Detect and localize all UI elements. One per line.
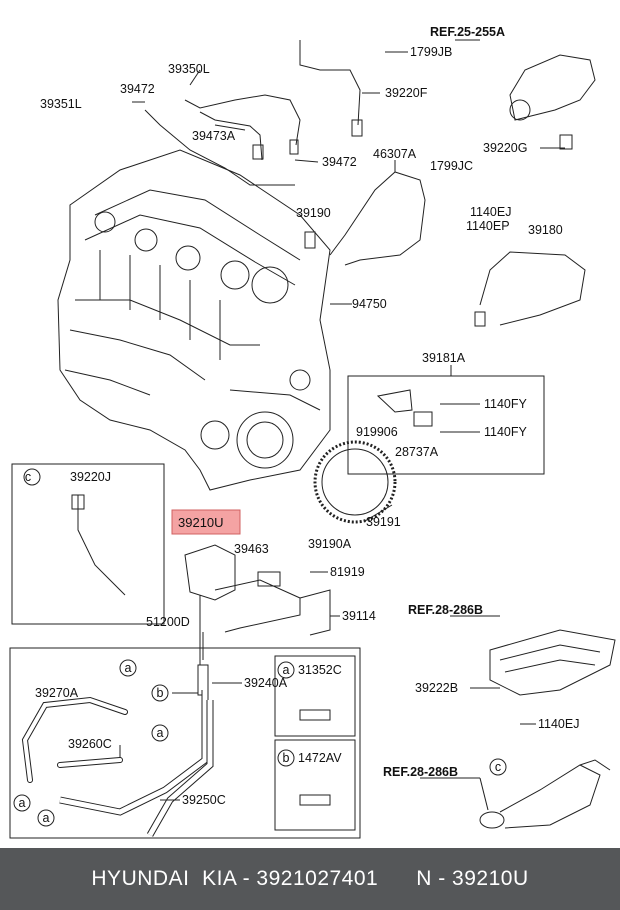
- part-number-footer: HYUNDAI KIA - 3921027401 N - 39210U: [0, 848, 620, 910]
- highlight-box: [171, 509, 241, 535]
- label-39350l: 39350L: [168, 62, 210, 76]
- label-1140fy-a: 1140FY: [484, 397, 528, 411]
- label-39472-top: 39472: [120, 82, 155, 96]
- label-39181a: 39181A: [422, 351, 466, 365]
- label-39210u: 39210U: [178, 515, 224, 530]
- circle-a-1: a: [125, 661, 132, 675]
- heat-shield: [489, 629, 616, 696]
- label-1140fy-b: 1140FY: [484, 425, 528, 439]
- label-94750: 94750: [352, 297, 387, 311]
- legend-b-part: 1472AV: [298, 751, 342, 765]
- ring-gear: [313, 440, 397, 524]
- label-39473a: 39473A: [192, 129, 236, 143]
- label-39270a: 39270A: [35, 686, 79, 700]
- label-28737a: 28737A: [395, 445, 439, 459]
- label-1799jc: 1799JC: [430, 159, 473, 173]
- label-39180: 39180: [528, 223, 563, 237]
- label-51200d: 51200D: [146, 615, 190, 629]
- label-ref-28-286b-a: REF.28-286B: [408, 603, 483, 617]
- circle-b-1: b: [157, 686, 164, 700]
- circle-a-3: a: [19, 796, 26, 810]
- legend-a-part: 31352C: [298, 663, 342, 677]
- label-39191: 39191: [366, 515, 401, 529]
- label-39114: 39114: [342, 609, 376, 623]
- exhaust-pipe: [479, 759, 611, 829]
- label-39351l: 39351L: [40, 97, 82, 111]
- inset-c: [11, 463, 165, 625]
- label-1140ej-top: 1140EJ: [470, 205, 511, 219]
- label-39220j: 39220J: [70, 470, 111, 484]
- circle-a-2: a: [157, 726, 164, 740]
- label-39472-right: 39472: [322, 155, 357, 169]
- leader-lines: [119, 39, 565, 811]
- bracket-callout: [347, 375, 545, 475]
- label-1140ep: 1140EP: [466, 219, 510, 233]
- label-ref-28-286b-b: REF.28-286B: [383, 765, 458, 779]
- label-39220f: 39220F: [385, 86, 428, 100]
- circle-c-main: c: [25, 470, 31, 484]
- wiring: [144, 40, 596, 327]
- vacuum-pump: [184, 544, 331, 696]
- diagram-canvas: 39350L 39351L 39472 39473A 39472 1799JB …: [9, 25, 616, 839]
- label-39250c: 39250C: [182, 793, 226, 807]
- label-81919: 81919: [330, 565, 365, 579]
- circle-c-exhaust: c: [495, 760, 501, 774]
- footer-text: HYUNDAI KIA - 3921027401 N - 39210U: [91, 867, 529, 890]
- label-46307a: 46307A: [373, 147, 417, 161]
- label-39222b: 39222B: [415, 681, 458, 695]
- label-ref-25-255a: REF.25-255A: [430, 25, 505, 39]
- hose-box: [9, 647, 361, 839]
- circle-a-4: a: [43, 811, 50, 825]
- label-1140ej-bot: 1140EJ: [538, 717, 579, 731]
- label-39190: 39190: [296, 206, 331, 220]
- label-39220g: 39220G: [483, 141, 527, 155]
- legend-a-letter: a: [283, 663, 290, 677]
- label-39190a: 39190A: [308, 537, 352, 551]
- label-39463: 39463: [234, 542, 269, 556]
- label-919906: 919906: [356, 425, 398, 439]
- legend-b-letter: b: [283, 751, 290, 765]
- engine-block: [57, 149, 331, 491]
- label-39260c: 39260C: [68, 737, 112, 751]
- label-1799jb: 1799JB: [410, 45, 452, 59]
- label-39240a: 39240A: [244, 676, 288, 690]
